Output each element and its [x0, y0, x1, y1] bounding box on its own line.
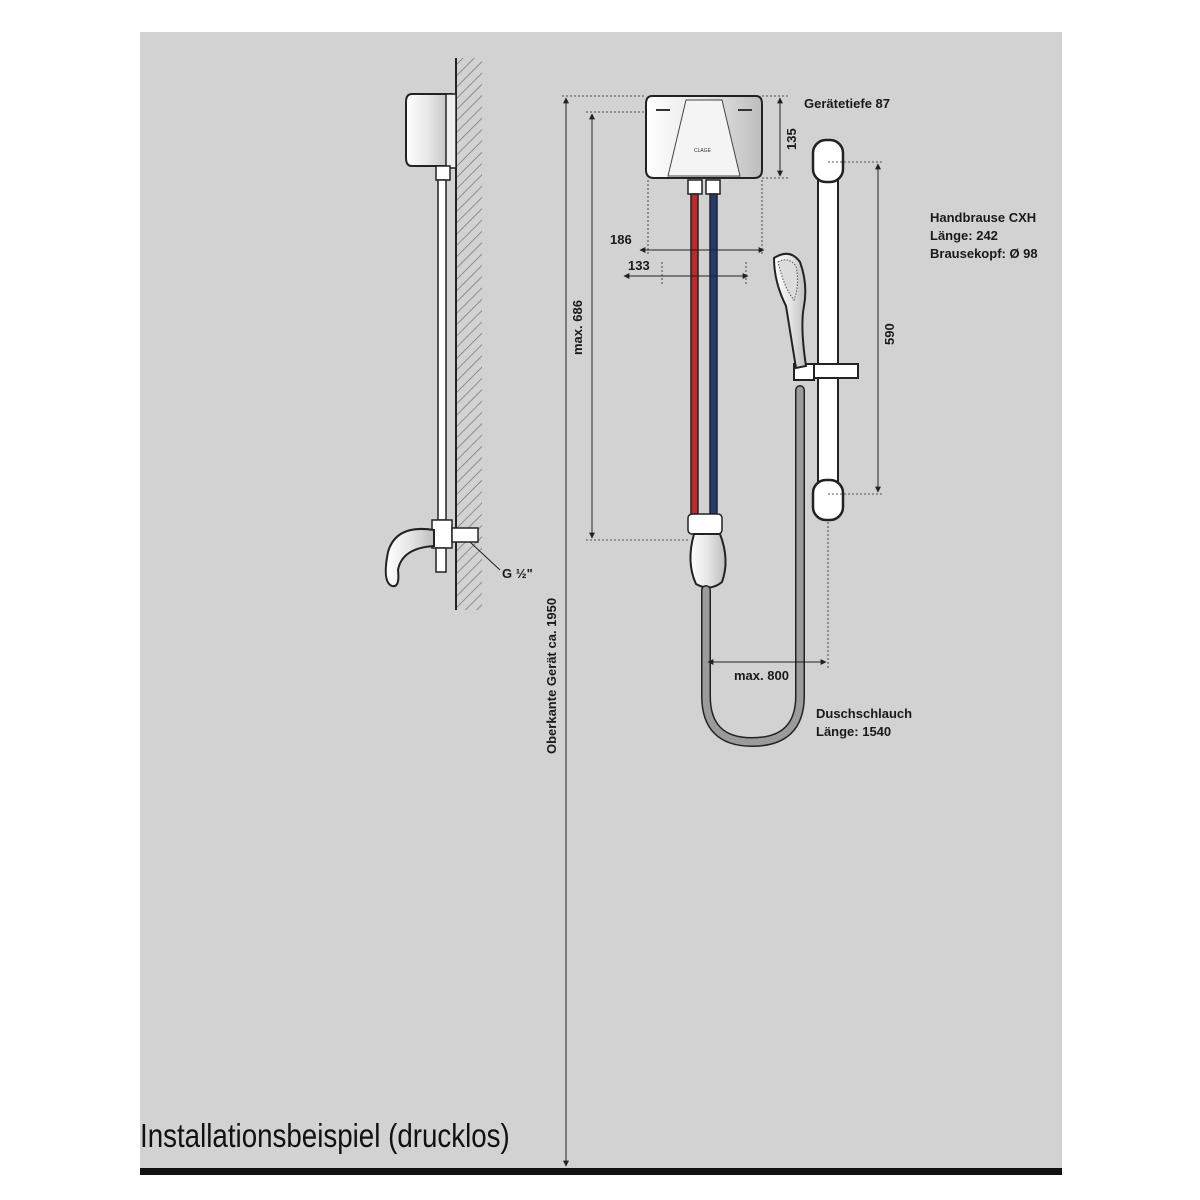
- mixer-body: [687, 513, 723, 535]
- side-view: G ½": [384, 58, 533, 610]
- handshower-info: Handbrause CXH Länge: 242 Brausekopf: Ø …: [930, 210, 1038, 261]
- side-heater-fitting: [435, 165, 451, 181]
- dim-800-label: max. 800: [734, 668, 789, 683]
- heater-front-panel: [667, 99, 741, 177]
- heater-brand-logo: CLAGE: [694, 148, 712, 154]
- handshower-length: Länge: 242: [930, 228, 998, 243]
- side-mixer-lever: [384, 528, 435, 588]
- bottom-rule: [140, 1168, 1062, 1175]
- hot-fitting: [687, 179, 703, 195]
- wall-hatch: [456, 58, 482, 610]
- hose-info: Duschschlauch Länge: 1540: [816, 706, 912, 739]
- dim-590-label: 590: [882, 323, 897, 345]
- side-mixer-outlet: [435, 547, 447, 573]
- side-wall-connector: [451, 527, 479, 543]
- hot-water-pipe: [690, 193, 699, 515]
- page-title: Installationsbeispiel (drucklos): [140, 1117, 510, 1154]
- thread-label: G ½": [502, 566, 533, 581]
- hand-shower-spray-face: [777, 259, 799, 301]
- hose-title: Duschschlauch: [816, 706, 912, 721]
- front-view: CLAGE 135 Gerätetiefe 87 186: [544, 95, 897, 1167]
- dim-133-label: 133: [628, 258, 650, 273]
- side-heater-back: [445, 93, 457, 169]
- dim-135-label: 135: [784, 128, 799, 150]
- shower-rail-top-cap: [811, 138, 845, 184]
- shower-rail-bottom-cap: [811, 478, 845, 522]
- side-heater-unit: [405, 93, 453, 167]
- cold-water-pipe: [709, 193, 718, 515]
- handshower-title: Handbrause CXH: [930, 210, 1036, 225]
- hose-length: Länge: 1540: [816, 724, 891, 739]
- dim-686-label: max. 686: [570, 300, 585, 355]
- handshower-head: Brausekopf: Ø 98: [930, 246, 1038, 261]
- dim-1950-label: Oberkante Gerät ca. 1950: [544, 598, 559, 754]
- diagram-background: [140, 32, 1062, 1170]
- depth-label: Gerätetiefe 87: [804, 96, 890, 111]
- shower-rail-tube: [817, 149, 839, 511]
- dim-186-label: 186: [610, 232, 632, 247]
- thread-leader: [469, 541, 501, 571]
- side-pipe: [437, 179, 447, 521]
- rail-slider: [811, 363, 859, 379]
- cold-fitting: [705, 179, 721, 195]
- shower-hose-fill: [702, 386, 804, 746]
- mixer-lever: [689, 533, 727, 589]
